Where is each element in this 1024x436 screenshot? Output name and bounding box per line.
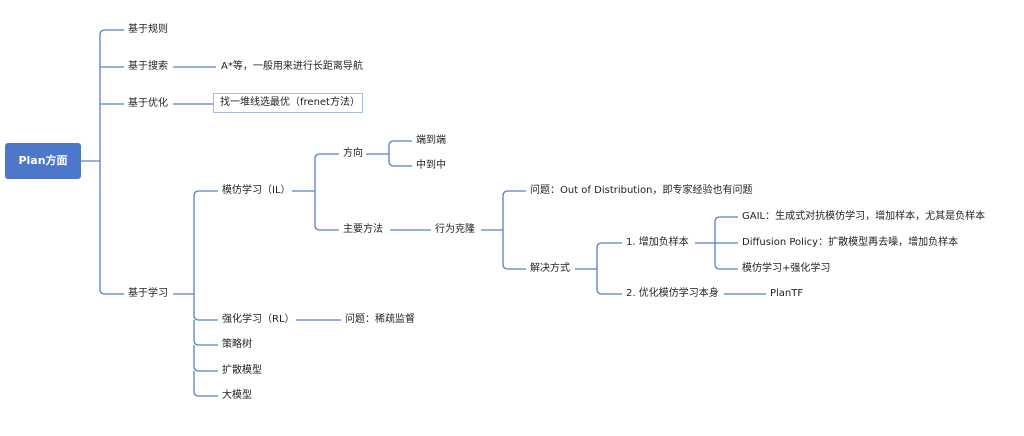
connector-il-to-main-method [314, 191, 339, 231]
node-diffusion-policy[interactable]: Diffusion Policy：扩散模型再去噪，增加负样本 [742, 237, 959, 248]
node-search-note[interactable]: A*等，一般用来进行长距离导航 [221, 61, 363, 72]
node-rl-problem[interactable]: 问题：稀疏监督 [345, 314, 415, 325]
node-optimize-note[interactable]: 找一堆线选最优（frenet方法） [213, 93, 363, 113]
node-behavior-cloning[interactable]: 行为克隆 [435, 224, 475, 235]
connector-learning-to-large-model [193, 371, 218, 397]
connector-learning-to-il [193, 190, 218, 294]
node-policy-tree[interactable]: 策略树 [222, 339, 252, 350]
connector-il-to-direction [314, 153, 339, 191]
node-solutions[interactable]: 解决方式 [530, 263, 570, 274]
connector-direction-to-e2e [388, 140, 412, 154]
connector-learning-to-rl [193, 294, 218, 321]
connector-root-to-rules [81, 29, 124, 162]
node-il-plus-rl[interactable]: 模仿学习+强化学习 [742, 263, 831, 274]
connector-add-negative-to-il-rl [714, 243, 738, 270]
connector-learning-to-tree [193, 320, 218, 346]
node-optimize[interactable]: 基于优化 [128, 98, 168, 109]
connector-learning-to-diffusion [193, 345, 218, 372]
node-direction[interactable]: 方向 [343, 148, 363, 159]
connector-bc-to-solutions [502, 230, 526, 270]
node-large-model[interactable]: 大模型 [222, 390, 252, 401]
connector-solutions-to-add-negative [596, 242, 622, 269]
node-diffusion-model[interactable]: 扩散模型 [222, 365, 262, 376]
node-bc-problem[interactable]: 问题：Out of Distribution，即专家经验也有问题 [530, 185, 753, 196]
node-end-to-end[interactable]: 端到端 [416, 135, 446, 146]
node-imitation-learning[interactable]: 模仿学习（IL） [222, 185, 291, 196]
node-gail[interactable]: GAIL：生成式对抗模仿学习，增加样本，尤其是负样本 [742, 211, 986, 222]
root-node-plan[interactable]: Plan方面 [5, 143, 81, 179]
node-mid-to-mid[interactable]: 中到中 [416, 160, 446, 171]
node-reinforcement-learning[interactable]: 强化学习（RL） [222, 314, 295, 325]
node-rules[interactable]: 基于规则 [128, 24, 168, 35]
node-plantf[interactable]: PlanTF [770, 288, 804, 299]
connector-add-negative-to-gail [714, 216, 738, 243]
node-add-negative-samples[interactable]: 1. 增加负样本 [626, 237, 689, 248]
node-learning[interactable]: 基于学习 [128, 288, 168, 299]
connector-bc-to-problem [502, 190, 526, 230]
connector-direction-to-m2m [388, 154, 412, 167]
node-search[interactable]: 基于搜索 [128, 61, 168, 72]
connector-root-to-learning [99, 161, 124, 295]
connector-solutions-to-optimize-il [596, 269, 622, 295]
node-main-method[interactable]: 主要方法 [343, 224, 383, 235]
node-optimize-il-itself[interactable]: 2. 优化模仿学习本身 [626, 288, 719, 299]
